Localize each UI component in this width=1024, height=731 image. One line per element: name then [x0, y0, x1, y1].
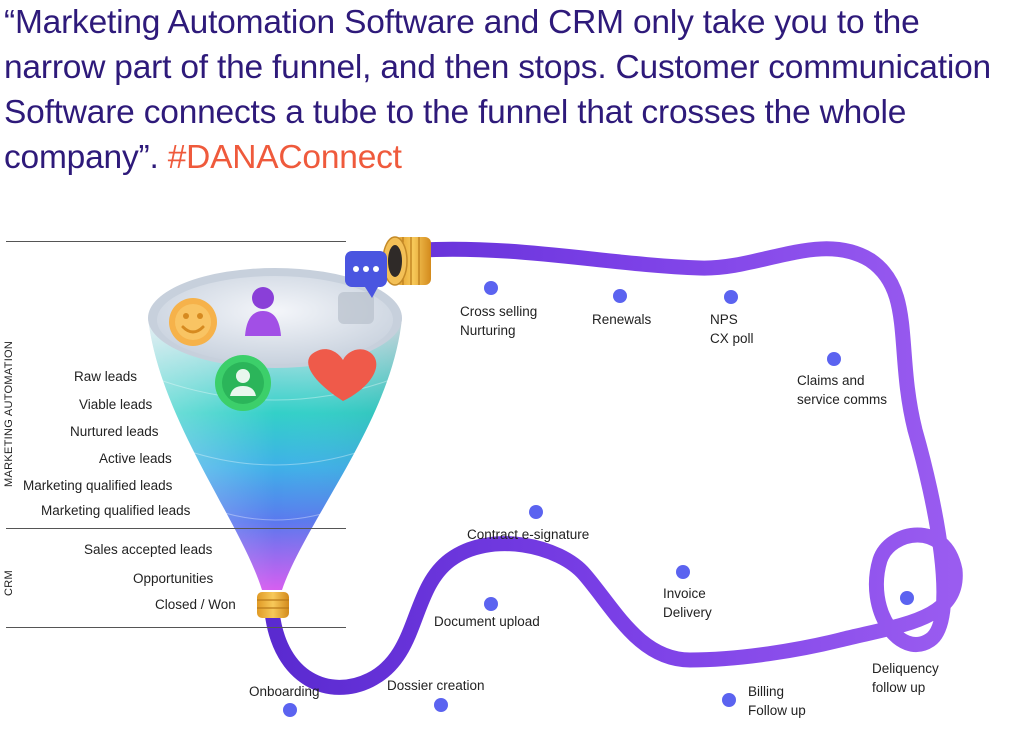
dot-billing	[722, 693, 736, 707]
stage-mql-2: Marketing qualified leads	[41, 503, 191, 518]
stage-opportunities: Opportunities	[133, 571, 214, 586]
touchpoint-line: Invoice	[663, 586, 706, 601]
touchpoint-line: follow up	[872, 680, 926, 695]
touchpoint-billing: Billing Follow up	[748, 682, 806, 720]
touchpoint-cross-selling: Cross selling Nurturing	[460, 302, 537, 340]
heart-icon	[308, 349, 377, 401]
touchpoint-onboarding: Onboarding	[249, 682, 320, 701]
touchpoint-line: Renewals	[592, 312, 652, 327]
touchpoint-line: service comms	[797, 392, 888, 407]
rule-bottom	[6, 627, 346, 628]
touchpoint-line: CX poll	[710, 331, 754, 346]
touchpoint-line: Follow up	[748, 703, 806, 718]
touchpoint-line: Delivery	[663, 605, 712, 620]
touchpoint-contract: Contract e-signature	[467, 525, 589, 544]
stage-raw-leads: Raw leads	[74, 369, 138, 384]
dot-dossier	[434, 698, 448, 712]
touchpoint-line: Document upload	[434, 614, 540, 629]
touchpoint-dossier: Dossier creation	[387, 676, 485, 695]
dot-onboarding	[283, 703, 297, 717]
section-marketing-automation: MARKETING AUTOMATION	[3, 340, 15, 487]
touchpoint-claims: Claims and service comms	[797, 371, 887, 409]
dot-renewals	[613, 289, 627, 303]
section-crm: CRM	[3, 570, 15, 596]
touchpoint-invoice: Invoice Delivery	[663, 584, 712, 622]
rule-middle	[6, 528, 346, 529]
dot-nps	[724, 290, 738, 304]
touchpoint-delinquency: Deliquency follow up	[872, 659, 939, 697]
quote-text: “Marketing Automation Software and CRM o…	[4, 4, 991, 176]
touchpoint-line: Deliquency	[872, 661, 939, 676]
touchpoint-line: Onboarding	[249, 684, 320, 699]
tube-path	[264, 241, 963, 695]
touchpoint-line: NPS	[710, 312, 738, 327]
top-coin-connector	[382, 236, 431, 286]
avatar-icon	[215, 355, 271, 411]
dot-invoice	[676, 565, 690, 579]
stage-sales-accepted: Sales accepted leads	[84, 542, 213, 557]
dot-contract	[529, 505, 543, 519]
smiley-icon	[169, 298, 217, 346]
dot-cross-selling	[484, 281, 498, 295]
touchpoint-document: Document upload	[434, 612, 540, 631]
stage-viable-leads: Viable leads	[79, 397, 153, 412]
stage-active-leads: Active leads	[99, 451, 172, 466]
user-icon	[245, 287, 281, 336]
touchpoint-line: Claims and	[797, 373, 865, 388]
touchpoint-line: Contract e-signature	[467, 527, 590, 542]
stage-nurtured-leads: Nurtured leads	[70, 424, 159, 439]
touchpoint-line: Billing	[748, 684, 785, 699]
stage-mql-1: Marketing qualified leads	[23, 478, 173, 493]
touchpoint-line: Dossier creation	[387, 678, 485, 693]
headline-quote: “Marketing Automation Software and CRM o…	[4, 0, 1014, 180]
touchpoint-nps: NPS CX poll	[710, 310, 754, 348]
touchpoint-renewals: Renewals	[592, 310, 651, 329]
touchpoint-line: Cross selling	[460, 304, 538, 319]
dot-claims	[827, 352, 841, 366]
dot-document	[484, 597, 498, 611]
touchpoint-line: Nurturing	[460, 323, 516, 338]
chat-icon	[338, 251, 387, 324]
hashtag: #DANAConnect	[167, 139, 402, 176]
rule-top	[6, 241, 346, 242]
stage-closed-won: Closed / Won	[155, 597, 236, 612]
dot-delinquency	[900, 591, 914, 605]
